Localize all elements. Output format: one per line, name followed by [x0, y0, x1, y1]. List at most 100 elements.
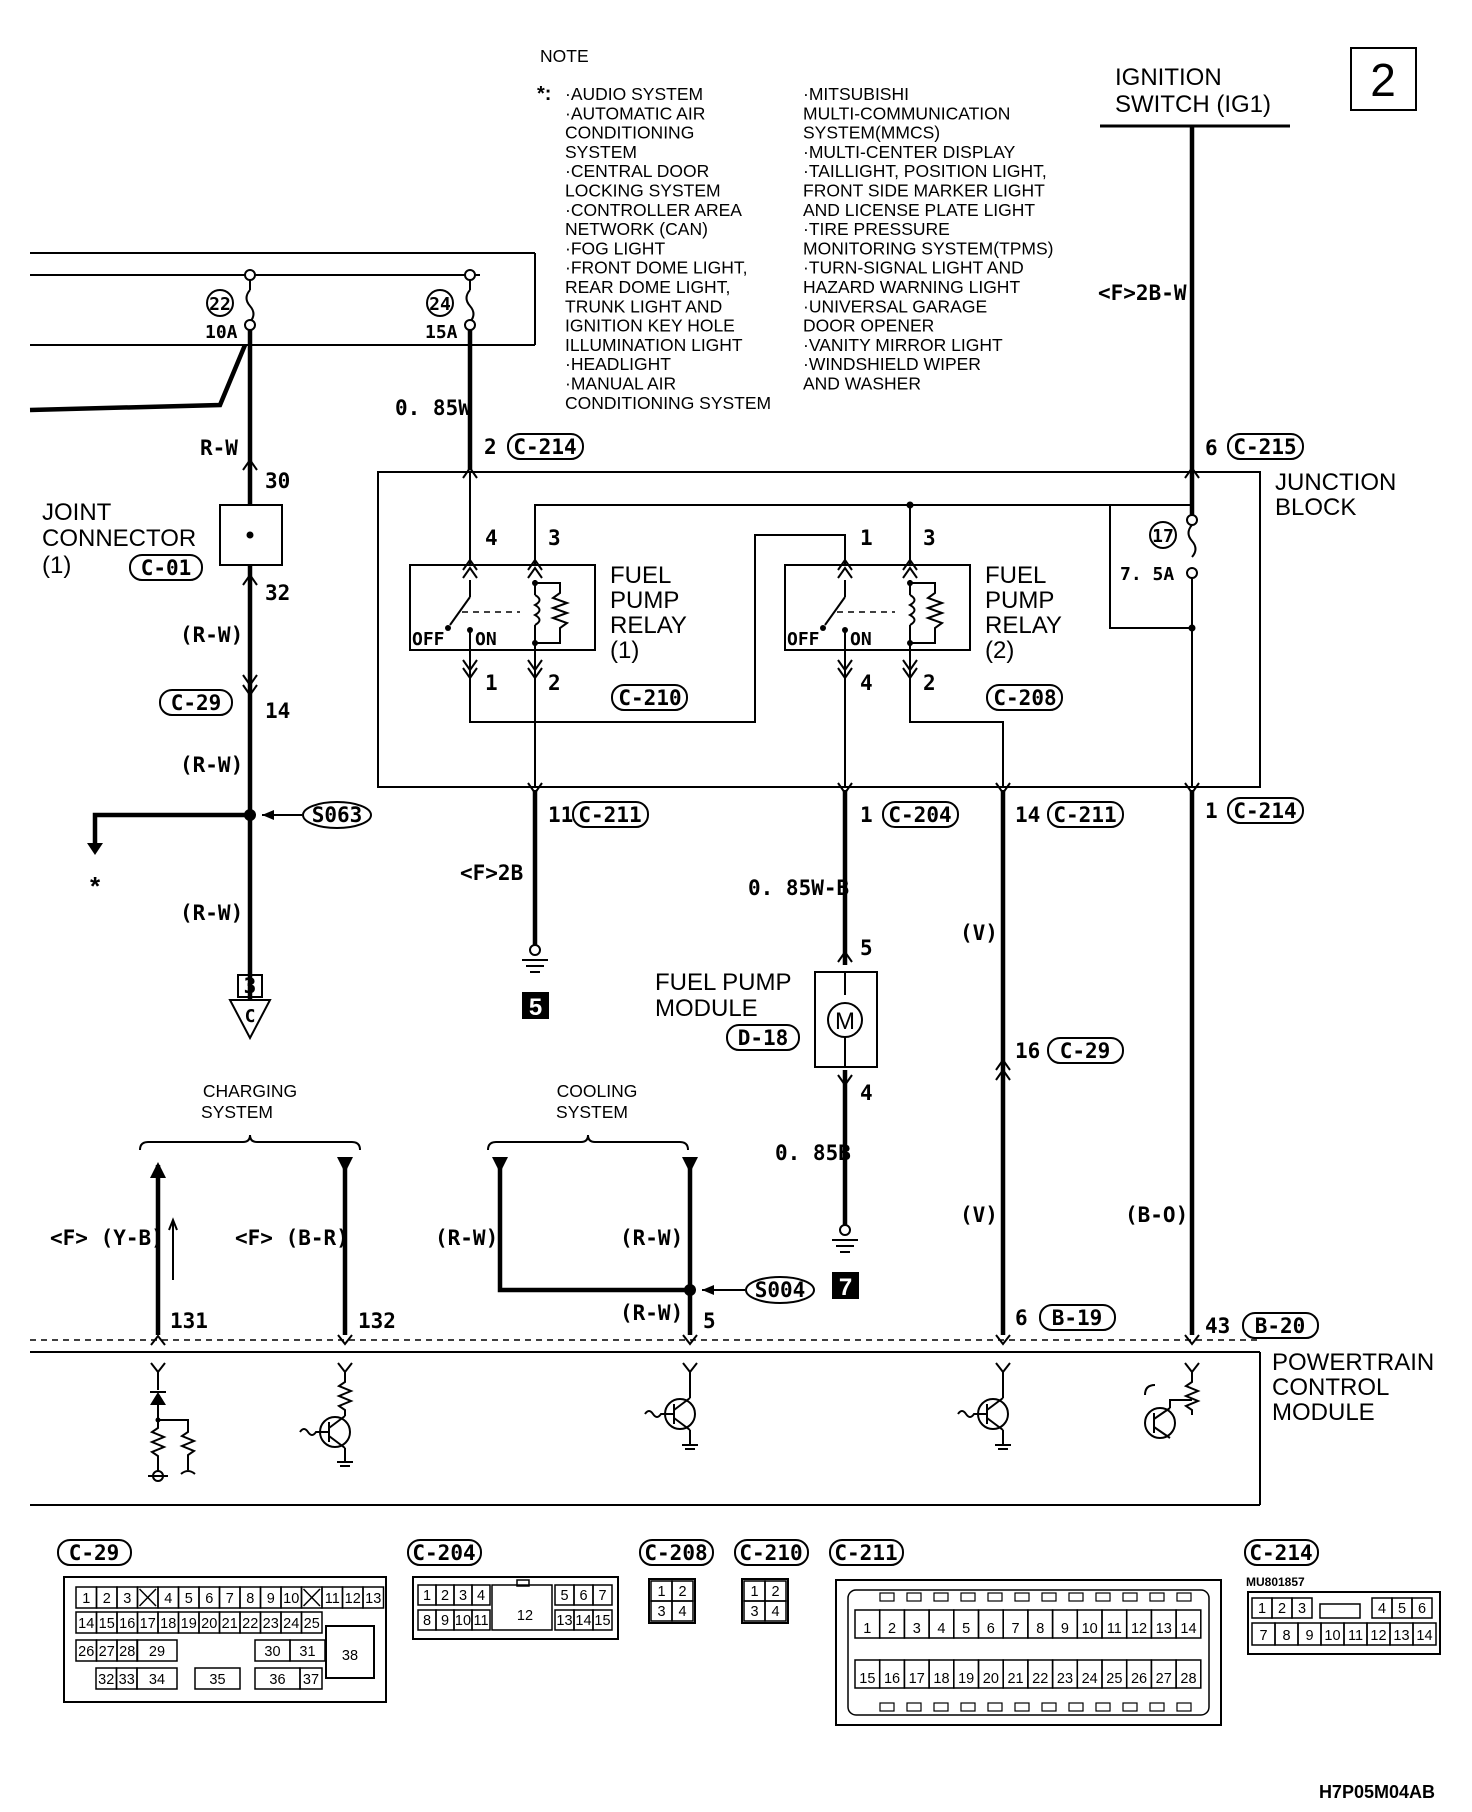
note-col2-line: ·TIRE PRESSURE [803, 219, 950, 239]
diagram-code: H7P05M04AB [1319, 1782, 1435, 1802]
legend-c211-pin: 5 [962, 1621, 970, 1637]
ignition-switch: IGNITION SWITCH (IG1) [1100, 64, 1290, 128]
note-col2-line: ·WINDSHIELD WIPER [803, 354, 981, 374]
note-col2-line: ·TAILLIGHT, POSITION LIGHT, [803, 161, 1047, 181]
junction-block-label-2: BLOCK [1275, 494, 1356, 521]
legend-c211-pin: 8 [1036, 1621, 1044, 1637]
cooling-system: COOLING SYSTEM (R-W) (R-W) (R-W) S004 5 [435, 1081, 815, 1335]
relay-1-pin-2: 2 [548, 671, 561, 695]
legend-c29-pin: 21 [222, 1616, 238, 1632]
relay-2-label-4: (2) [985, 637, 1014, 664]
fuse-22-symbol [245, 289, 255, 323]
legend-c210-pin: 4 [771, 1604, 779, 1620]
legend-c204-pin: 9 [441, 1613, 449, 1629]
ground-5-badge [522, 992, 549, 1019]
legend-c211-pin: 11 [1107, 1621, 1122, 1637]
note-marker: *: [537, 83, 551, 105]
legend-c29-pin: 4 [164, 1591, 172, 1607]
splice-s063-label: S063 [312, 803, 363, 827]
legend-c214-pin: 13 [1393, 1628, 1409, 1644]
legend-c214-pin: 6 [1418, 1601, 1426, 1617]
fuse-24-circle [426, 289, 454, 317]
legend-c29-id: C-29 [69, 1541, 120, 1565]
relay-2-label-2: PUMP [985, 587, 1054, 614]
ground-5-label: 5 [529, 994, 542, 1021]
legend-c214-pin: 8 [1282, 1628, 1290, 1644]
relay-2-box [784, 564, 971, 651]
legend-c214-pin: 12 [1370, 1628, 1386, 1644]
legend-c211-pin: 27 [1156, 1671, 1172, 1687]
legend-c29-pin: 24 [283, 1616, 299, 1632]
note-col1-line: SYSTEM [565, 142, 637, 162]
legend-c204-pin: 10 [455, 1613, 471, 1629]
asterisk-marker: * [90, 871, 101, 901]
note-col1-line: ·HEADLIGHT [565, 354, 671, 374]
legend-c208-id: C-208 [644, 1541, 707, 1565]
conn-c215-id: C-215 [1233, 435, 1296, 459]
relay-2-off: OFF [787, 629, 820, 650]
ground-7-label: 7 [839, 1274, 852, 1301]
legend-c210-pin: 2 [771, 1584, 779, 1600]
legend-c29-pin: 28 [119, 1644, 135, 1660]
cooling-wire-rw-3: (R-W) [620, 1301, 683, 1325]
legend-c29-face [63, 1576, 387, 1703]
legend-c204-pin: 13 [556, 1613, 572, 1629]
legend-c29-pin: 15 [99, 1616, 115, 1632]
note-col1-line: CONDITIONING SYSTEM [565, 393, 771, 413]
legend-c204-pin-12: 12 [517, 1608, 533, 1624]
legend-c211-pin: 9 [1061, 1621, 1069, 1637]
wire-label-v-1: (V) [960, 921, 998, 945]
note-col1-line: CONDITIONING [565, 123, 694, 143]
legend-c29-pin: 22 [242, 1616, 258, 1632]
legend-c210-pin: 3 [750, 1604, 758, 1620]
pcm-pin-132: 132 [358, 1309, 396, 1333]
legend-c210-pin: 1 [750, 1584, 758, 1600]
junction-block: JUNCTION BLOCK <F>2B-W 6 C-215 17 7. 5A [377, 126, 1396, 788]
note-col1-line: ILLUMINATION LIGHT [565, 335, 743, 355]
offpage-letter: C [245, 1006, 256, 1027]
note-col2-line: ·TURN-SIGNAL LIGHT AND [803, 258, 1024, 278]
legend-c29-pin: 29 [149, 1644, 165, 1660]
legend-c204-pin: 7 [598, 1588, 606, 1604]
relay-2-pin-1: 1 [860, 526, 873, 550]
charging-label-1: CHARGING [203, 1081, 297, 1101]
cooling-label-2: SYSTEM [556, 1102, 628, 1122]
cooling-wire-rw-1: (R-W) [435, 1226, 498, 1250]
joint-connector-label-3: (1) [42, 552, 71, 579]
legend-c214-pin: 1 [1258, 1601, 1266, 1617]
conn-c214a-id: C-214 [513, 435, 576, 459]
pcm: POWERTRAIN CONTROL MODULE [30, 1334, 1434, 1506]
conn-c214b-pin: 1 [1205, 799, 1218, 823]
legend-c29-pin: 26 [78, 1644, 94, 1660]
fuse-17-rating: 7. 5A [1120, 564, 1174, 585]
fuse-24-number: 24 [429, 294, 451, 315]
fuse-17-symbol [1187, 524, 1197, 558]
legend-c29-pin: 10 [283, 1591, 299, 1607]
relay-2-label-3: RELAY [985, 612, 1062, 639]
legend-c204-pin: 3 [459, 1588, 467, 1604]
note-col2-line: DOOR OPENER [803, 316, 934, 336]
relay-1-off: OFF [412, 629, 445, 650]
joint-connector-id: C-01 [141, 556, 192, 580]
legend-c211-pin: 12 [1131, 1621, 1147, 1637]
fuel-pump-pin-5: 5 [860, 936, 873, 960]
legend-c29-pin: 34 [149, 1672, 165, 1688]
legend-c214-face [1247, 1591, 1441, 1655]
rw-circuit: R-W 30 JOINT CONNECTOR (1) C-01 32 (R-W)… [42, 330, 372, 1041]
legend-c211-pin: 25 [1106, 1671, 1122, 1687]
note-col2-line: FRONT SIDE MARKER LIGHT [803, 181, 1045, 201]
legend-c211-pin: 10 [1082, 1621, 1098, 1637]
conn-c215-pin: 6 [1205, 436, 1218, 460]
relay-1-on: ON [475, 629, 497, 650]
legend-c29-pin: 12 [345, 1591, 361, 1607]
ignition-label-2: SWITCH (IG1) [1115, 91, 1271, 118]
legend-c29-pin: 6 [205, 1591, 213, 1607]
wire-label-085wb: 0. 85W-B [748, 876, 849, 900]
legend-c204-face [412, 1576, 619, 1640]
fuse-22-rating: 10A [205, 322, 238, 343]
legend-c208-pin: 4 [678, 1604, 686, 1620]
pcm-label-3: MODULE [1272, 1399, 1375, 1426]
legend-c211-id: C-211 [834, 1541, 897, 1565]
